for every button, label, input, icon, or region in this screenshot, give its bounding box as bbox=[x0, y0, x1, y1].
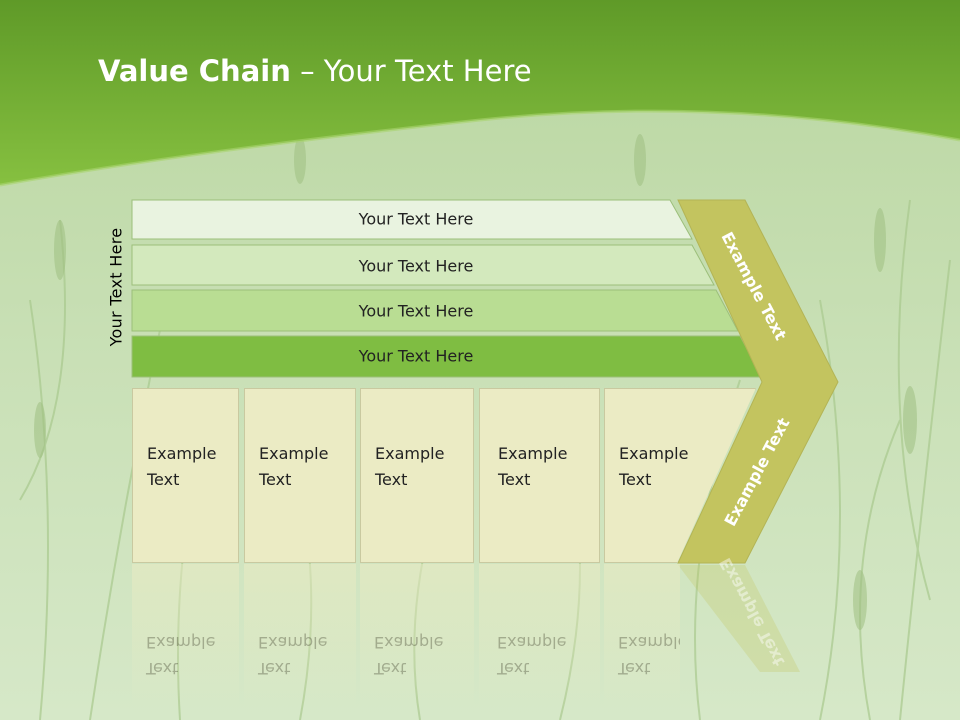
title-rest: – Your Text Here bbox=[300, 54, 532, 88]
box-reflection-3: Text Example bbox=[360, 564, 474, 714]
box-4-line1: Example bbox=[498, 444, 568, 463]
bar-1 bbox=[131, 199, 693, 240]
refl-5-line1: Example bbox=[618, 633, 680, 652]
title-bold: Value Chain bbox=[98, 54, 291, 88]
box-5-line1: Example bbox=[619, 444, 689, 463]
bar-label-4: Your Text Here bbox=[358, 346, 474, 366]
box-3-line1: Example bbox=[375, 444, 445, 463]
bar-label-2: Your Text Here bbox=[358, 256, 474, 276]
box-5-line2: Text bbox=[619, 470, 652, 489]
bar-label-3: Your Text Here bbox=[358, 301, 474, 321]
refl-3-line1: Example bbox=[374, 633, 444, 652]
side-label-text: Your Text Here bbox=[106, 227, 126, 347]
box-reflection-4: Text Example bbox=[479, 564, 600, 714]
box-4-line2: Text bbox=[498, 470, 531, 489]
bar-label-1: Your Text Here bbox=[358, 209, 474, 229]
box-reflection-1: Text Example bbox=[132, 564, 239, 714]
box-1-line2: Text bbox=[147, 470, 180, 489]
refl-2-line2: Text bbox=[258, 659, 291, 678]
refl-3-line2: Text bbox=[374, 659, 407, 678]
chevron-arrow bbox=[677, 199, 839, 564]
bar-2 bbox=[131, 244, 715, 286]
refl-1-line2: Text bbox=[146, 659, 179, 678]
refl-2-line1: Example bbox=[258, 633, 328, 652]
box-1-line1: Example bbox=[147, 444, 217, 463]
refl-1-line1: Example bbox=[146, 633, 216, 652]
refl-4-line2: Text bbox=[497, 659, 530, 678]
refl-5-line2: Text bbox=[618, 659, 651, 678]
box-3-line2: Text bbox=[375, 470, 408, 489]
refl-4-line1: Example bbox=[497, 633, 567, 652]
chevron-reflection bbox=[678, 565, 800, 672]
slide-title: Value Chain – Your Text Here bbox=[98, 54, 532, 88]
box-2-line1: Example bbox=[259, 444, 329, 463]
box-2-line2: Text bbox=[259, 470, 292, 489]
box-reflection-5: Text Example bbox=[604, 564, 680, 714]
box-reflection-2: Text Example bbox=[244, 564, 356, 714]
